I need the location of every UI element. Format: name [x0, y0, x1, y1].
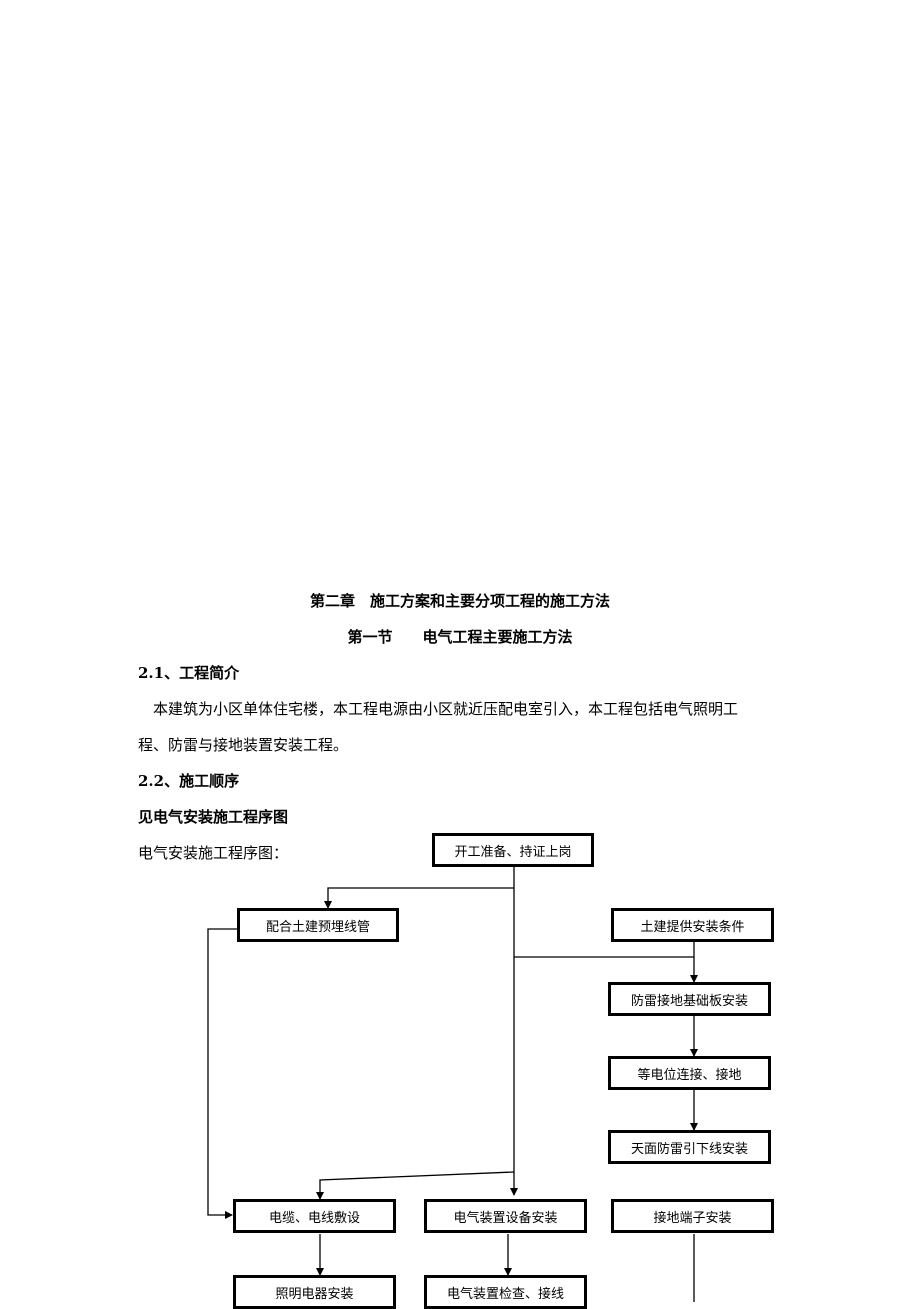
flow-box-ground-terminal: 接地端子安装 — [611, 1199, 774, 1233]
flow-box-inspect-wiring: 电气装置检查、接线 — [424, 1275, 587, 1309]
chapter-title: 第二章 施工方案和主要分项工程的施工方法 — [309, 592, 610, 610]
section-title: 第一节 电气工程主要施工方法 — [347, 628, 573, 646]
flowchart-caption: 电气安装施工程序图： — [138, 844, 289, 862]
flow-box-cable-laying: 电缆、电线敷设 — [233, 1199, 396, 1233]
flow-box-civil-preembed: 配合土建预埋线管 — [237, 908, 399, 942]
flow-box-civil-conditions: 土建提供安装条件 — [611, 908, 774, 942]
flow-box-start: 开工准备、持证上岗 — [432, 833, 594, 867]
intro-paragraph-line-1: 本建筑为小区单体住宅楼，本工程电源由小区就近压配电室引入，本工程包括电气照明工 — [153, 700, 739, 718]
flowchart-reference: 见电气安装施工程序图 — [138, 808, 289, 826]
flow-box-roof-downlead: 天面防雷引下线安装 — [608, 1130, 771, 1164]
intro-paragraph-line-2: 程、防雷与接地装置安装工程。 — [138, 736, 349, 754]
section-2-1-heading: 2.1、工程简介 — [138, 664, 240, 682]
branch-trunk-to-cable — [316, 1171, 515, 1200]
section-2-2-heading: 2.2、施工顺序 — [138, 772, 240, 790]
flow-box-equipotential: 等电位连接、接地 — [608, 1056, 771, 1090]
arrow-preembed-to-cable — [207, 928, 238, 1219]
branch-to-preembed — [324, 887, 514, 909]
flow-box-lighting-install: 照明电器安装 — [233, 1275, 396, 1309]
flow-box-equipment-install: 电气装置设备安装 — [424, 1199, 587, 1233]
flow-box-lightning-base: 防雷接地基础板安装 — [608, 982, 771, 1016]
